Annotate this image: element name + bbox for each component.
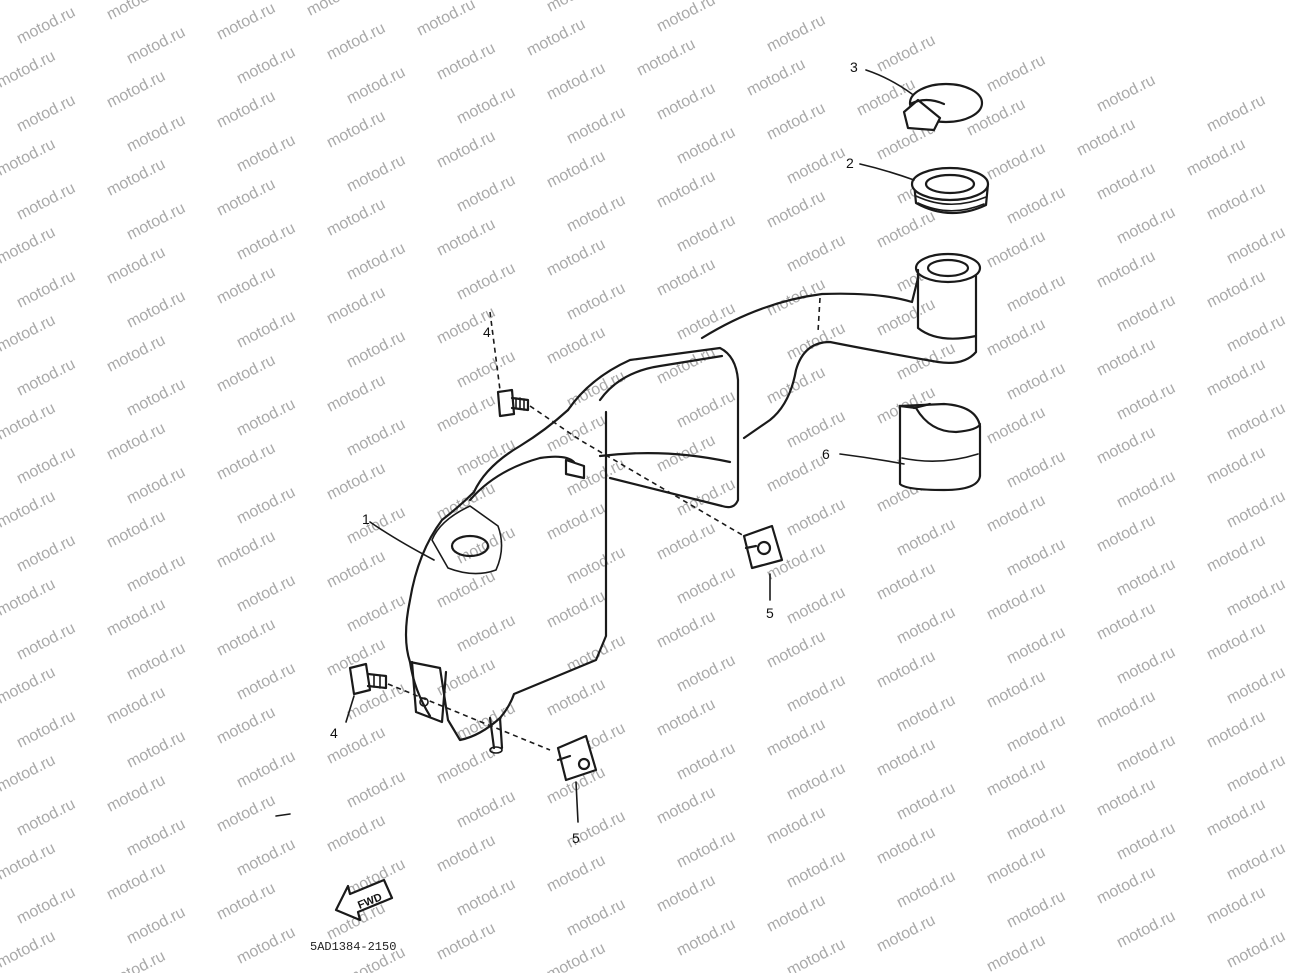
part-1-air-box (404, 252, 982, 754)
callout-3: 3 (850, 59, 858, 75)
callout-6: 6 (822, 446, 830, 462)
part-5-clip-right (742, 524, 784, 570)
callout-1: 1 (362, 511, 370, 527)
part-4-bolt-lower (348, 662, 388, 696)
fwd-direction-arrow: FWD (334, 878, 394, 922)
part-6-holder (898, 402, 982, 492)
part-5-clip-lower (556, 734, 598, 782)
part-4-bolt-upper (496, 388, 530, 418)
leader-lines (275, 69, 915, 823)
callout-4-lower: 4 (330, 725, 338, 741)
callout-4-upper: 4 (483, 324, 491, 340)
callout-5-right: 5 (766, 605, 774, 621)
callout-2: 2 (846, 155, 854, 171)
callout-5-lower: 5 (572, 830, 580, 846)
assembly-lines (387, 311, 745, 751)
part-2-grommet (910, 166, 990, 215)
part-3-cap (902, 82, 984, 132)
drawing-code: 5AD1384-2150 (310, 940, 396, 954)
